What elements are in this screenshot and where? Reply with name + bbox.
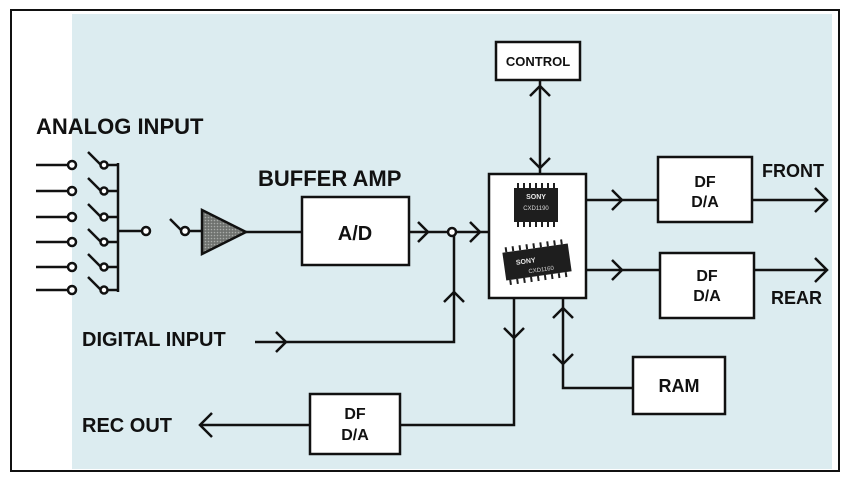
rear-label: REAR bbox=[771, 288, 822, 308]
chip2-code: CXD1160 bbox=[528, 266, 555, 276]
df-da-rear-top: DF bbox=[696, 268, 718, 285]
ram-block-label: RAM bbox=[659, 376, 700, 396]
buffer-amp-triangle bbox=[200, 207, 249, 257]
diagram-frame bbox=[10, 9, 840, 472]
analog-input-switches bbox=[36, 151, 202, 296]
processor-to-rec-path bbox=[400, 298, 525, 427]
df-da-rec-block bbox=[308, 392, 402, 456]
chip1-code: CXD1190 bbox=[523, 206, 549, 212]
chip2-brand: SONY bbox=[516, 257, 537, 267]
buffer-amp-label: BUFFER AMP bbox=[258, 166, 401, 191]
processor-ram-link bbox=[552, 298, 633, 390]
df-da-front-top: DF bbox=[694, 174, 716, 191]
control-block bbox=[494, 40, 582, 82]
processor-to-rear bbox=[586, 259, 660, 281]
dsp-chip: SONY CXD1190 bbox=[514, 183, 558, 227]
control-chip: SONY CXD1160 bbox=[502, 239, 572, 285]
df-da-rear-bottom: D/A bbox=[693, 288, 721, 305]
processor-to-front bbox=[586, 189, 658, 211]
analog-input-label: ANALOG INPUT bbox=[36, 114, 204, 139]
df-da-rec-bottom: D/A bbox=[341, 427, 369, 444]
df-da-rec-top: DF bbox=[344, 406, 366, 423]
df-da-rear-block bbox=[658, 251, 756, 320]
control-link bbox=[529, 80, 551, 174]
ad-block-label: A/D bbox=[338, 223, 372, 245]
ad-to-processor bbox=[409, 221, 489, 243]
chip1-brand: SONY bbox=[526, 194, 546, 201]
df-da-front-bottom: D/A bbox=[691, 194, 719, 211]
ram-block bbox=[631, 355, 727, 416]
rec-output-line bbox=[198, 412, 310, 438]
ad-block bbox=[300, 195, 411, 267]
control-block-label: CONTROL bbox=[506, 54, 570, 69]
front-output-line bbox=[752, 187, 829, 213]
front-label: FRONT bbox=[762, 161, 824, 181]
rec-out-label: REC OUT bbox=[82, 415, 172, 437]
digital-input-path bbox=[255, 236, 465, 353]
df-da-front-block bbox=[656, 155, 754, 224]
digital-input-label: DIGITAL INPUT bbox=[82, 329, 226, 351]
rear-output-line bbox=[754, 257, 829, 283]
